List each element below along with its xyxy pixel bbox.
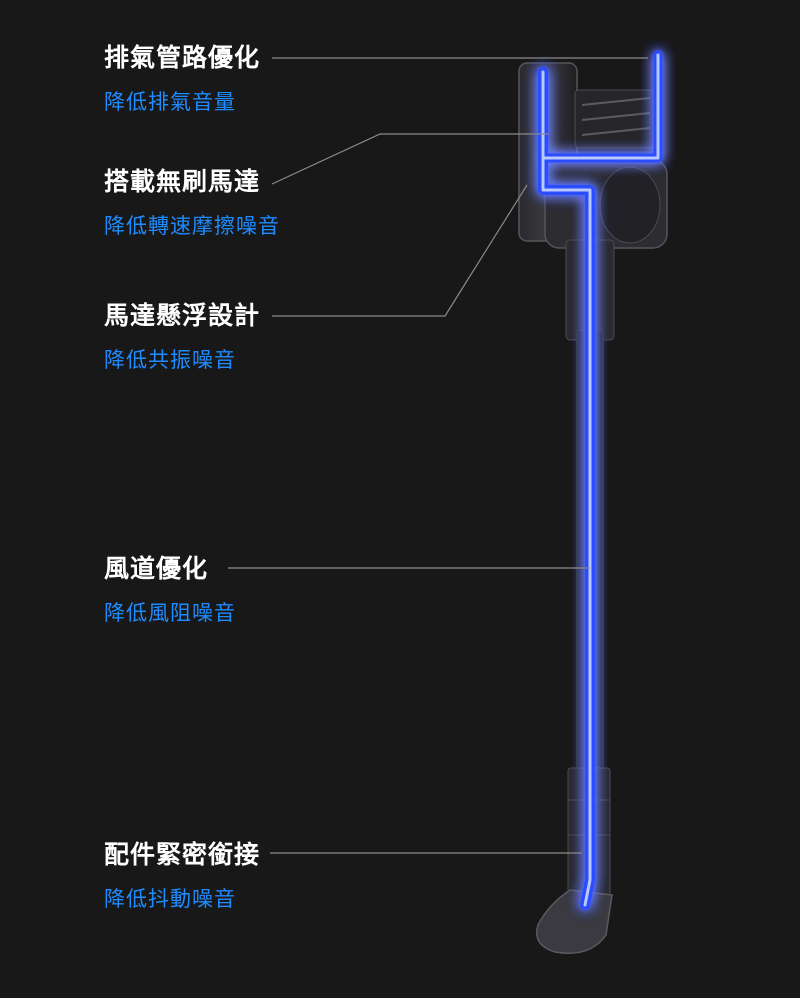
feature-title: 馬達懸浮設計 <box>104 301 261 330</box>
feature-title: 風道優化 <box>104 554 209 583</box>
feature-tight-connector: 配件緊密銜接 降低抖動噪音 <box>104 839 260 913</box>
feature-air-duct: 風道優化 降低風阻噪音 <box>104 553 236 627</box>
feature-subtitle: 降低風阻噪音 <box>104 601 236 625</box>
feature-subtitle: 降低共振噪音 <box>104 348 236 372</box>
callout-line-motor <box>271 133 548 185</box>
callout-line-suspension <box>272 184 528 317</box>
feature-title: 搭載無刷馬達 <box>104 167 261 196</box>
feature-motor-suspension: 馬達懸浮設計 降低共振噪音 <box>104 300 260 374</box>
feature-brushless-motor: 搭載無刷馬達 降低轉速摩擦噪音 <box>104 166 280 240</box>
feature-subtitle: 降低轉速摩擦噪音 <box>104 214 280 238</box>
vacuum-body <box>518 62 668 954</box>
feature-subtitle: 降低抖動噪音 <box>104 887 236 911</box>
airflow-glow-path <box>538 50 663 910</box>
feature-title: 配件緊密銜接 <box>104 840 261 869</box>
feature-exhaust: 排氣管路優化 降低排氣音量 <box>104 42 260 116</box>
feature-title: 排氣管路優化 <box>104 43 261 72</box>
callout-lines <box>228 57 648 854</box>
feature-subtitle: 降低排氣音量 <box>104 90 236 114</box>
